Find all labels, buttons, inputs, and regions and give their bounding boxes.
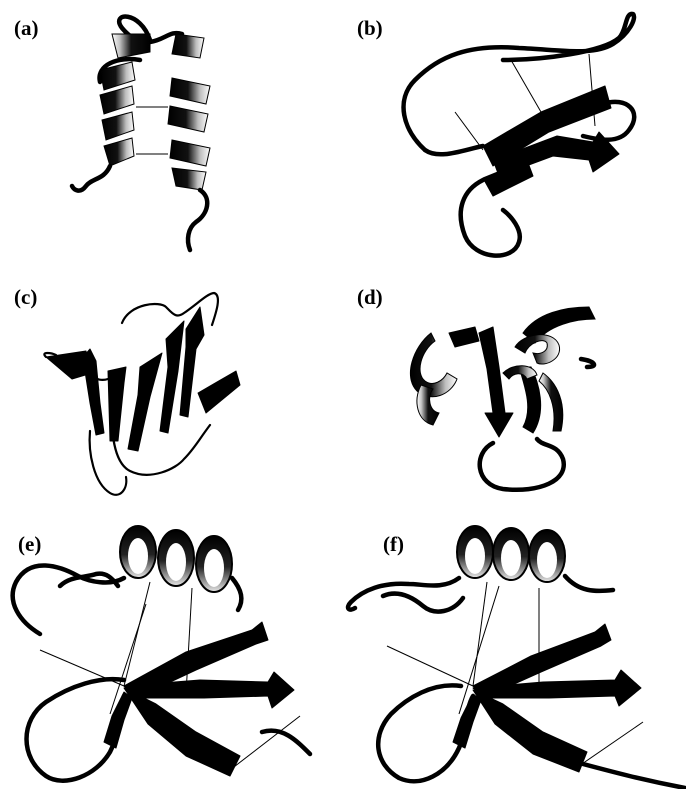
panel-a-structure — [0, 0, 343, 263]
panel-b-structure — [343, 0, 686, 263]
panel-d-structure — [343, 263, 686, 526]
panel-b: (b) — [343, 0, 686, 263]
panel-e-structure — [0, 526, 343, 789]
panel-f: (f) — [343, 526, 686, 789]
panel-d: (d) — [343, 263, 686, 526]
panel-e: (e) — [0, 526, 343, 789]
panel-f-structure — [343, 526, 686, 789]
panel-c-structure — [0, 263, 343, 526]
panel-a: (a) — [0, 0, 343, 263]
panel-c: (c) — [0, 263, 343, 526]
